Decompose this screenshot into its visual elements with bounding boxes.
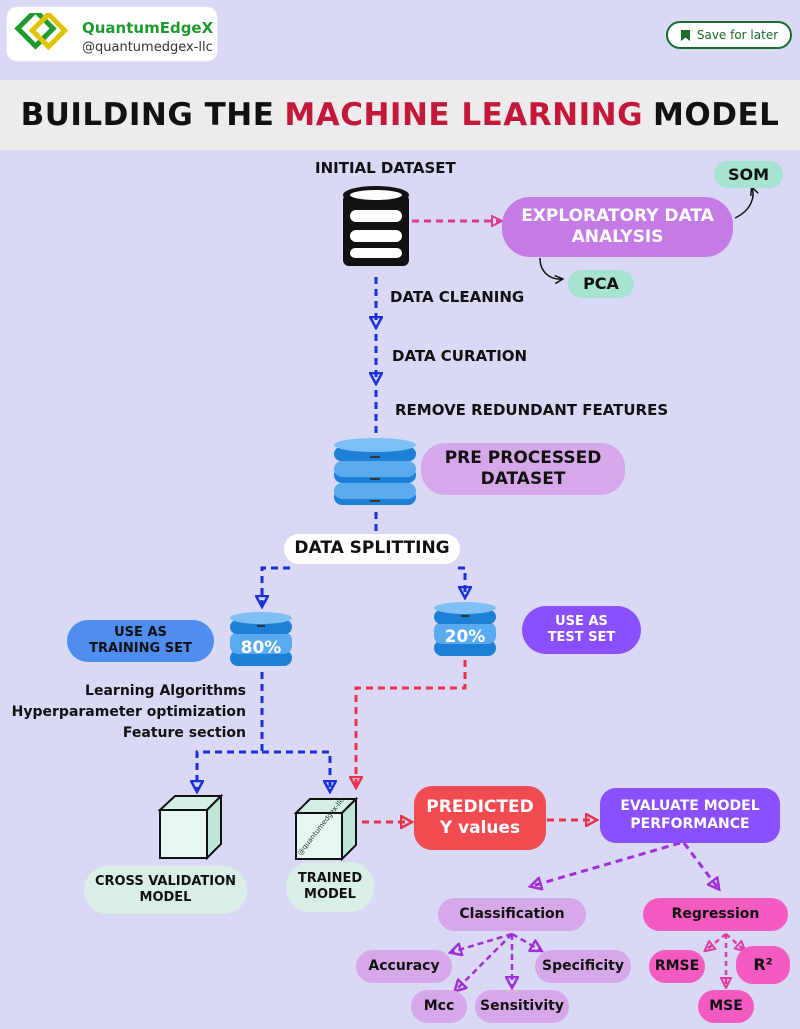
test-set-node: USE AS TEST SET: [522, 606, 641, 654]
cross-validation-node: CROSS VALIDATION MODEL: [84, 866, 247, 914]
save-label: Save for later: [696, 28, 779, 42]
cross-validation-cube-icon: [157, 793, 224, 861]
step-hyperparameter-optimization: Hyperparameter optimization: [11, 704, 246, 720]
save-for-later-button[interactable]: Save for later: [666, 21, 792, 49]
training-line1: USE AS: [114, 624, 167, 640]
brand-handle: @quantumedgex-llc: [82, 40, 213, 55]
preprocessed-line2: DATASET: [480, 469, 566, 489]
mcc-node: Mcc: [411, 990, 467, 1023]
cv-line2: MODEL: [139, 890, 192, 905]
page-title: BUILDING THE MACHINE LEARNING MODEL: [0, 80, 800, 150]
rmse-node: RMSE: [649, 950, 705, 983]
r2-node: R²: [736, 946, 790, 984]
preprocessed-line1: PRE PROCESSED: [444, 447, 602, 468]
trained-model-cube-icon: [293, 796, 359, 862]
eda-line2: ANALYSIS: [571, 227, 664, 247]
data-curation-label: DATA CURATION: [392, 347, 528, 365]
initial-dataset-label: INITIAL DATASET: [315, 159, 456, 177]
brand-card: QuantumEdgeX @quantumedgex-llc: [7, 7, 217, 61]
specificity-node: Specificity: [535, 950, 631, 983]
training-steps: Learning Algorithms Hyperparameter optim…: [0, 681, 246, 744]
logo-icon: [14, 13, 69, 51]
evaluate-model-node: EVALUATE MODEL PERFORMANCE: [600, 788, 780, 843]
evaluate-line2: PERFORMANCE: [630, 815, 750, 832]
eda-node: EXPLORATORY DATA ANALYSIS: [502, 197, 733, 257]
title-part1: BUILDING THE: [20, 97, 275, 133]
sensitivity-node: Sensitivity: [475, 990, 569, 1023]
remove-redundant-label: REMOVE REDUNDANT FEATURES: [395, 401, 669, 419]
training-database-icon: [230, 612, 292, 666]
test-line2: TEST SET: [547, 630, 616, 645]
preprocessed-database-icon: [334, 438, 416, 505]
training-set-node: USE AS TRAINING SET: [67, 620, 214, 662]
test-database-icon: [434, 602, 496, 656]
database-icon: [343, 186, 409, 266]
test-line1: USE AS: [555, 613, 608, 629]
predicted-line1: PREDICTED: [426, 796, 534, 817]
data-splitting-node: DATA SPLITTING: [284, 534, 460, 564]
preprocessed-dataset-node: PRE PROCESSED DATASET: [421, 443, 625, 495]
classification-node: Classification: [438, 898, 586, 931]
title-part3: MODEL: [653, 97, 780, 133]
trained-model-node: TRAINED MODEL: [286, 862, 374, 912]
step-feature-section: Feature section: [122, 725, 246, 741]
cv-line1: CROSS VALIDATION: [94, 873, 237, 889]
trained-line2: MODEL: [304, 887, 356, 902]
predicted-values-node: PREDICTED Y values: [414, 786, 546, 850]
som-node: SOM: [714, 161, 783, 188]
predicted-line2: Y values: [439, 818, 521, 838]
step-learning-algorithms: Learning Algorithms: [85, 683, 246, 699]
data-cleaning-label: DATA CLEANING: [390, 288, 525, 306]
evaluate-line1: EVALUATE MODEL: [620, 798, 760, 814]
pca-node: PCA: [568, 270, 634, 298]
bookmark-icon: [680, 29, 690, 41]
title-highlight: MACHINE LEARNING: [284, 97, 644, 133]
eda-line1: EXPLORATORY DATA: [521, 205, 714, 226]
regression-node: Regression: [643, 898, 788, 931]
brand-name: QuantumEdgeX: [82, 19, 214, 37]
trained-line1: TRAINED: [297, 870, 363, 886]
training-line2: TRAINING SET: [89, 641, 192, 656]
mse-node: MSE: [698, 990, 754, 1023]
training-percent: 80%: [240, 638, 282, 658]
accuracy-node: Accuracy: [356, 950, 452, 983]
test-percent: 20%: [444, 627, 486, 647]
